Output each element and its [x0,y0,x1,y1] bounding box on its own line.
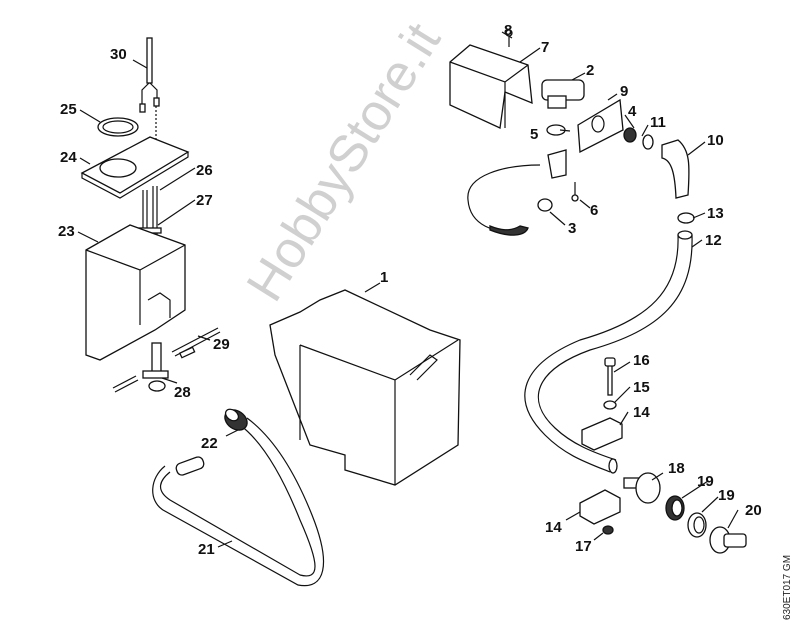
part-18-coupling [623,472,661,504]
part-16-bolt [604,357,616,396]
part-14-clamp-upper [581,417,623,451]
part-14-clamp-lower [579,489,621,525]
part-25-seal-ring [97,117,139,137]
part-28-valve [112,342,169,393]
callout-24: 24 [60,149,77,166]
callout-29: 29 [213,336,230,353]
part-3-float [467,149,567,236]
part-10-elbow-fitting [661,139,690,199]
callout-14-lower: 14 [545,519,562,536]
callout-2: 2 [586,62,595,79]
callout-1: 1 [380,269,389,286]
drawing-code: 630ET017 GM [782,554,793,620]
callout-3: 3 [568,220,577,237]
part-13-hose-clip [677,212,695,224]
part-29-tube [171,327,221,359]
callout-10: 10 [707,132,724,149]
part-6-screw [571,182,579,202]
part-2-solenoid-valve [541,79,585,109]
callout-26: 26 [196,162,213,179]
part-21-hose [152,417,325,587]
part-1-holder-box [269,289,461,486]
part-12-hose [524,230,693,474]
callout-4: 4 [628,103,637,120]
callout-12: 12 [705,232,722,249]
callout-11: 11 [650,114,666,131]
part-22-hose-clamp [224,408,248,431]
part-24-tank-lid [80,136,190,199]
callout-27: 27 [196,192,213,209]
callout-23: 23 [58,223,75,240]
callout-13: 13 [707,205,724,222]
callout-19-a: 19 [697,473,714,490]
part-7-cover [449,44,533,129]
callout-14-upper: 14 [633,404,650,421]
callout-19-b: 19 [718,487,735,504]
callout-17: 17 [575,538,592,555]
part-4-filter [623,127,637,143]
callout-22: 22 [201,435,218,452]
part-19-ring-b [687,512,707,538]
callout-16: 16 [633,352,650,369]
part-23-tank [85,224,186,361]
part-15-washer [603,400,617,410]
part-20-connector [709,526,747,554]
callout-5: 5 [530,126,539,143]
part-9-gasket [577,98,624,154]
callout-7: 7 [541,39,550,56]
part-8-screw [505,29,513,47]
part-19-ring-a [665,495,685,521]
callout-8: 8 [504,22,513,39]
callout-20: 20 [745,502,762,519]
callout-18: 18 [668,460,685,477]
callout-28: 28 [174,384,191,401]
leader-lines [77,31,739,548]
callout-9: 9 [620,83,629,100]
callout-6: 6 [590,202,599,219]
callout-21: 21 [198,541,215,558]
callout-30: 30 [110,46,127,63]
callout-15: 15 [633,379,650,396]
part-11-o-ring [642,134,654,150]
callout-25: 25 [60,101,77,118]
part-17-nut [602,525,614,535]
